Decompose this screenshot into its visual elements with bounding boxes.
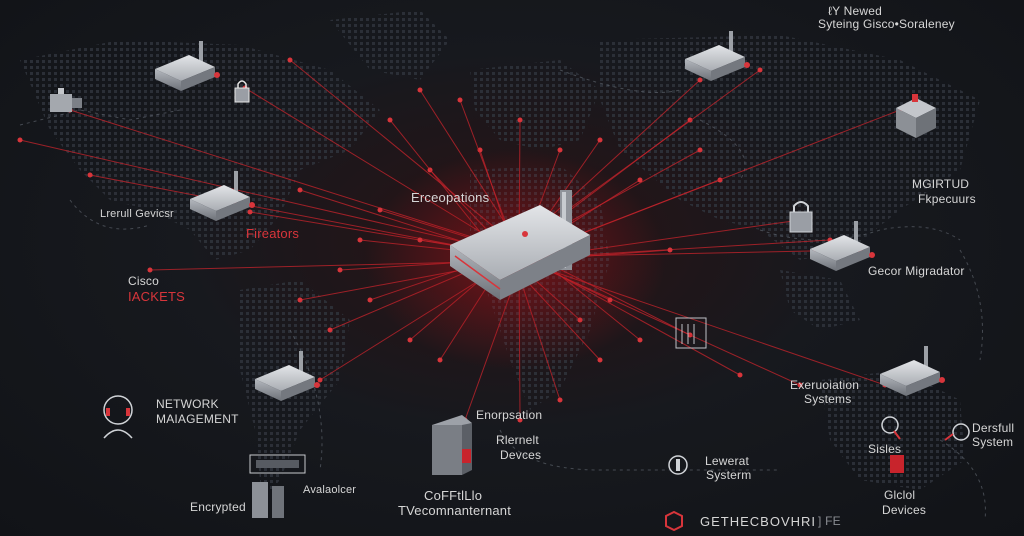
brand-logo-icon bbox=[665, 510, 683, 532]
connection-node bbox=[697, 77, 703, 83]
router-icon bbox=[155, 41, 220, 91]
left-devices-label: Lrerull Gevicsr bbox=[100, 208, 174, 220]
server-rack-icon bbox=[432, 415, 472, 475]
connection-node bbox=[557, 397, 563, 403]
central-router-icon bbox=[450, 190, 590, 300]
connection-node bbox=[357, 237, 363, 243]
connection-node bbox=[327, 327, 333, 333]
packets-label: IACKETS bbox=[128, 289, 186, 304]
global-devices-label-line2: Devices bbox=[882, 503, 927, 517]
connection-node bbox=[297, 297, 303, 303]
camera-icon bbox=[50, 88, 82, 112]
router-icon bbox=[685, 31, 750, 81]
remote-devices-label-line2: Devces bbox=[500, 448, 542, 462]
lowerat-label-line1: Lewerat bbox=[705, 454, 750, 468]
network-label: NETWORK bbox=[156, 397, 219, 411]
connection-node bbox=[557, 147, 563, 153]
connection-node bbox=[317, 377, 323, 383]
connection-node bbox=[387, 117, 393, 123]
encrypted-label: Encrypted bbox=[190, 500, 246, 514]
right-top-label-line1: MGIRTUD bbox=[912, 177, 970, 191]
connection-node bbox=[367, 297, 373, 303]
connection-node bbox=[597, 357, 603, 363]
dersful-label-line2: System bbox=[972, 435, 1014, 449]
connection-node bbox=[247, 209, 253, 215]
connection-node bbox=[87, 172, 93, 178]
confidential-label-line2: TVecomnanternant bbox=[398, 503, 512, 518]
router-icon bbox=[880, 346, 945, 396]
connection-node bbox=[287, 57, 293, 63]
connection-node bbox=[797, 382, 803, 388]
availability-label: Avalaolcer bbox=[303, 484, 357, 496]
padlock-icon bbox=[234, 80, 250, 103]
battery-icon bbox=[890, 455, 904, 473]
connection-node bbox=[757, 67, 763, 73]
router-icon bbox=[190, 171, 255, 221]
connection-node bbox=[297, 187, 303, 193]
migration-label: Gecor Migradator bbox=[868, 264, 965, 278]
connection-node bbox=[337, 267, 343, 273]
sensor-icon bbox=[944, 423, 970, 441]
connection-node bbox=[697, 147, 703, 153]
padlock-icon bbox=[789, 201, 813, 233]
top-right-caption-line2: Syteing Gisco•Soraleney bbox=[818, 17, 955, 31]
exeruption-label-line2: Systems bbox=[804, 392, 852, 406]
connection-node bbox=[517, 417, 523, 423]
connection-node bbox=[17, 137, 23, 143]
firewall-label: Fireators bbox=[246, 226, 300, 241]
management-label: MAIAGEMENT bbox=[156, 412, 239, 426]
connection-node bbox=[637, 177, 643, 183]
connection-node bbox=[737, 372, 743, 378]
user-headset-icon bbox=[103, 395, 133, 439]
connection-node bbox=[437, 357, 443, 363]
router-antenna-icon bbox=[896, 94, 936, 138]
router-icon bbox=[810, 221, 875, 271]
dersful-label-line1: Dersfull bbox=[972, 421, 1015, 435]
connection-node bbox=[417, 87, 423, 93]
lowerat-label-line2: Systerm bbox=[706, 468, 752, 482]
connection-node bbox=[597, 137, 603, 143]
sisles-label: Sisles bbox=[868, 442, 902, 456]
connection-node bbox=[637, 337, 643, 343]
search-globe-icon bbox=[881, 416, 901, 440]
connection-node bbox=[457, 97, 463, 103]
router-icon bbox=[255, 351, 320, 401]
connection-node bbox=[667, 247, 673, 253]
remote-devices-label-line1: Rlernelt bbox=[496, 433, 539, 447]
confidential-label-line1: CoFFtlLlo bbox=[424, 488, 483, 503]
server-stack-icon bbox=[252, 482, 284, 518]
brand-suffix-label: ] FE bbox=[818, 514, 841, 528]
right-top-label-line2: Fkpecuurs bbox=[918, 192, 976, 206]
shield-icon bbox=[668, 455, 688, 475]
global-devices-label-line1: Glclol bbox=[884, 488, 916, 502]
encryption-label: Enorpsation bbox=[476, 408, 543, 422]
top-right-caption-line1: ℓY Newed bbox=[828, 4, 882, 18]
exeruption-label-line1: Exeruoiation bbox=[790, 378, 860, 392]
connection-node bbox=[517, 117, 523, 123]
cisco-label: Cisco bbox=[128, 274, 160, 288]
center-hub-label: Erceopations bbox=[411, 190, 490, 205]
file-cabinet-icon bbox=[675, 317, 707, 349]
keyboard-icon bbox=[249, 454, 306, 474]
brand-label: GETHECBOVHRI bbox=[700, 514, 817, 529]
connection-node bbox=[147, 267, 153, 273]
